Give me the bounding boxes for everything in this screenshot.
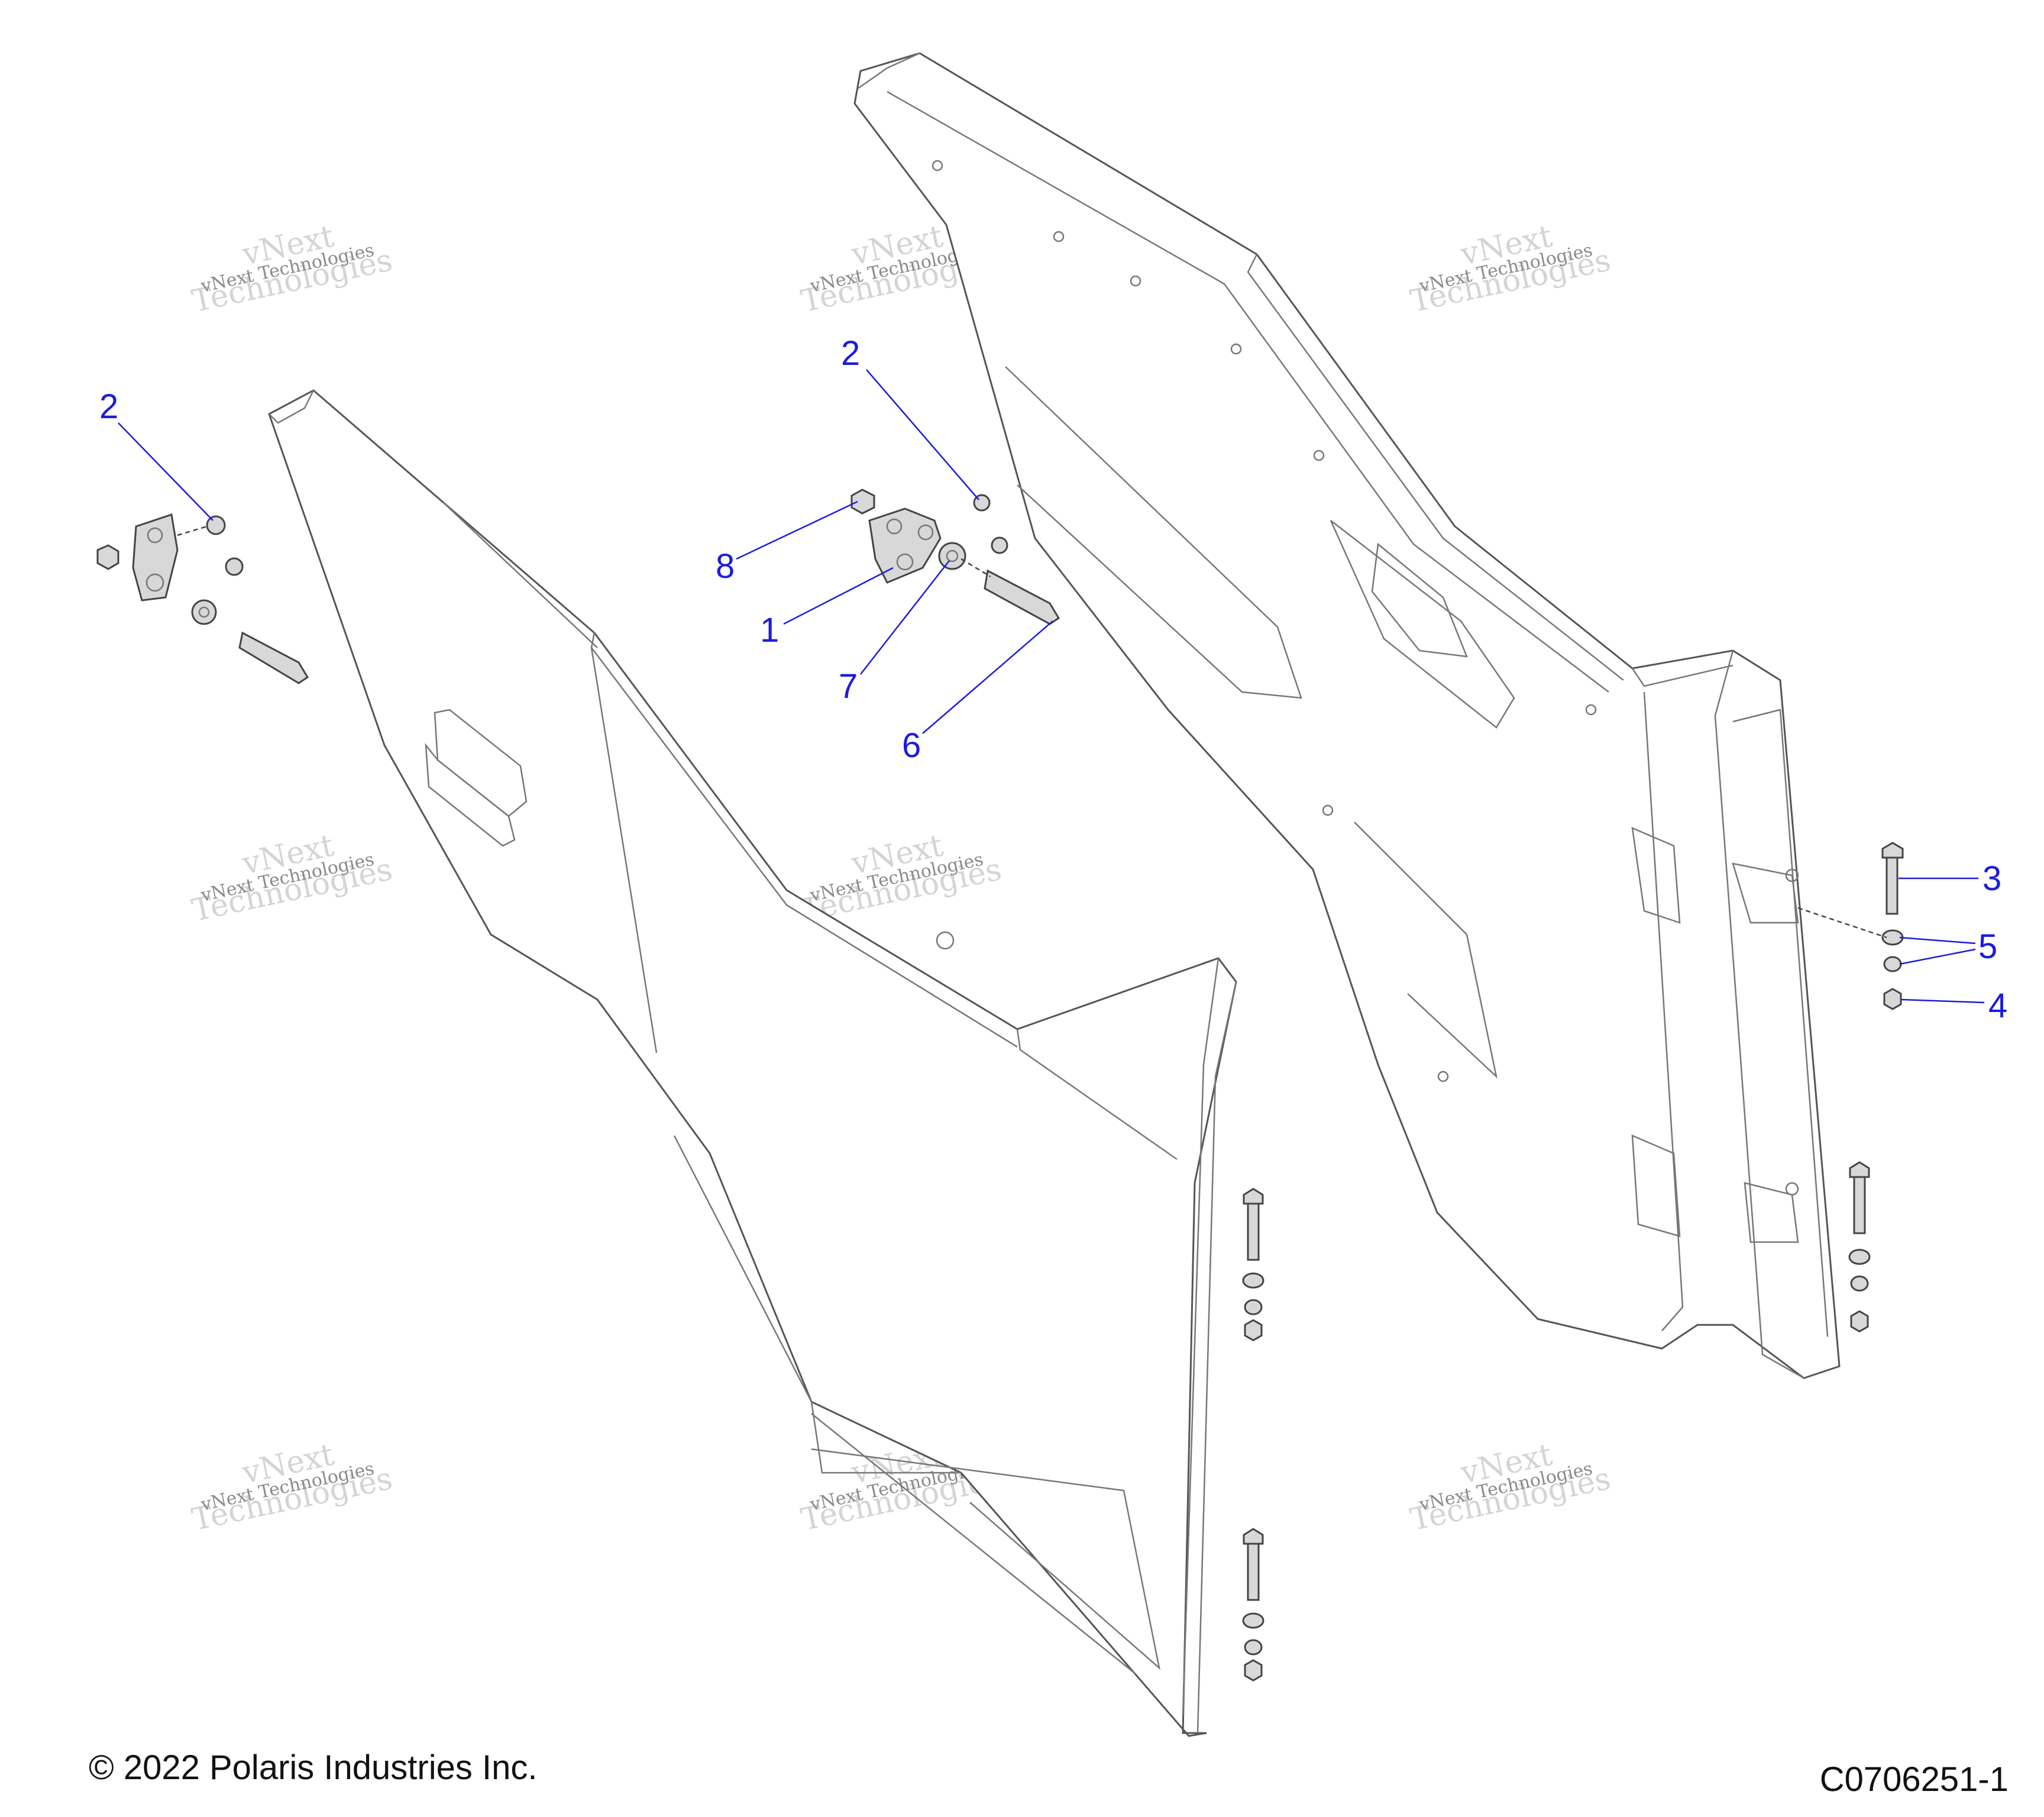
right-bolt-stack-lower	[1848, 1161, 1871, 1333]
right-bolt-stack-upper	[1797, 842, 1904, 1010]
center-bolt-stack-upper	[1242, 1188, 1264, 1341]
nut-left	[96, 544, 119, 570]
copyright-notice: © 2022 Polaris Industries Inc.	[89, 1748, 538, 1787]
drawing-id: C0706251-1	[1819, 1760, 2009, 1799]
washer-left	[191, 599, 217, 625]
hinge-bracket-center	[868, 507, 942, 584]
callout-2-left: 2	[99, 387, 118, 426]
panel-fastener-holes	[932, 160, 1799, 1196]
callout-5: 5	[1978, 927, 1997, 966]
pin-left	[238, 631, 309, 684]
callout-8: 8	[716, 547, 735, 586]
nut-center	[850, 489, 875, 515]
washer-center	[938, 542, 966, 570]
center-hinge-group	[850, 489, 1060, 625]
right-door-panel	[853, 52, 1841, 1379]
callout-3: 3	[1982, 859, 2001, 898]
left-hinge-group	[96, 513, 309, 684]
callout-7: 7	[839, 667, 858, 706]
leader-lines	[118, 369, 1985, 1004]
center-bolt-stack-lower	[1242, 1528, 1264, 1682]
callout-4: 4	[1988, 987, 2007, 1025]
callout-2-center: 2	[841, 334, 860, 373]
screw-left	[206, 515, 226, 535]
callout-1: 1	[760, 611, 779, 649]
callout-labels: 2 2 8 1 7 6 3 5 4	[99, 334, 2007, 1025]
pin-center	[984, 569, 1060, 625]
callout-6: 6	[902, 726, 921, 765]
left-door-panel	[268, 389, 1237, 1737]
hinge-bracket-left	[132, 513, 179, 602]
